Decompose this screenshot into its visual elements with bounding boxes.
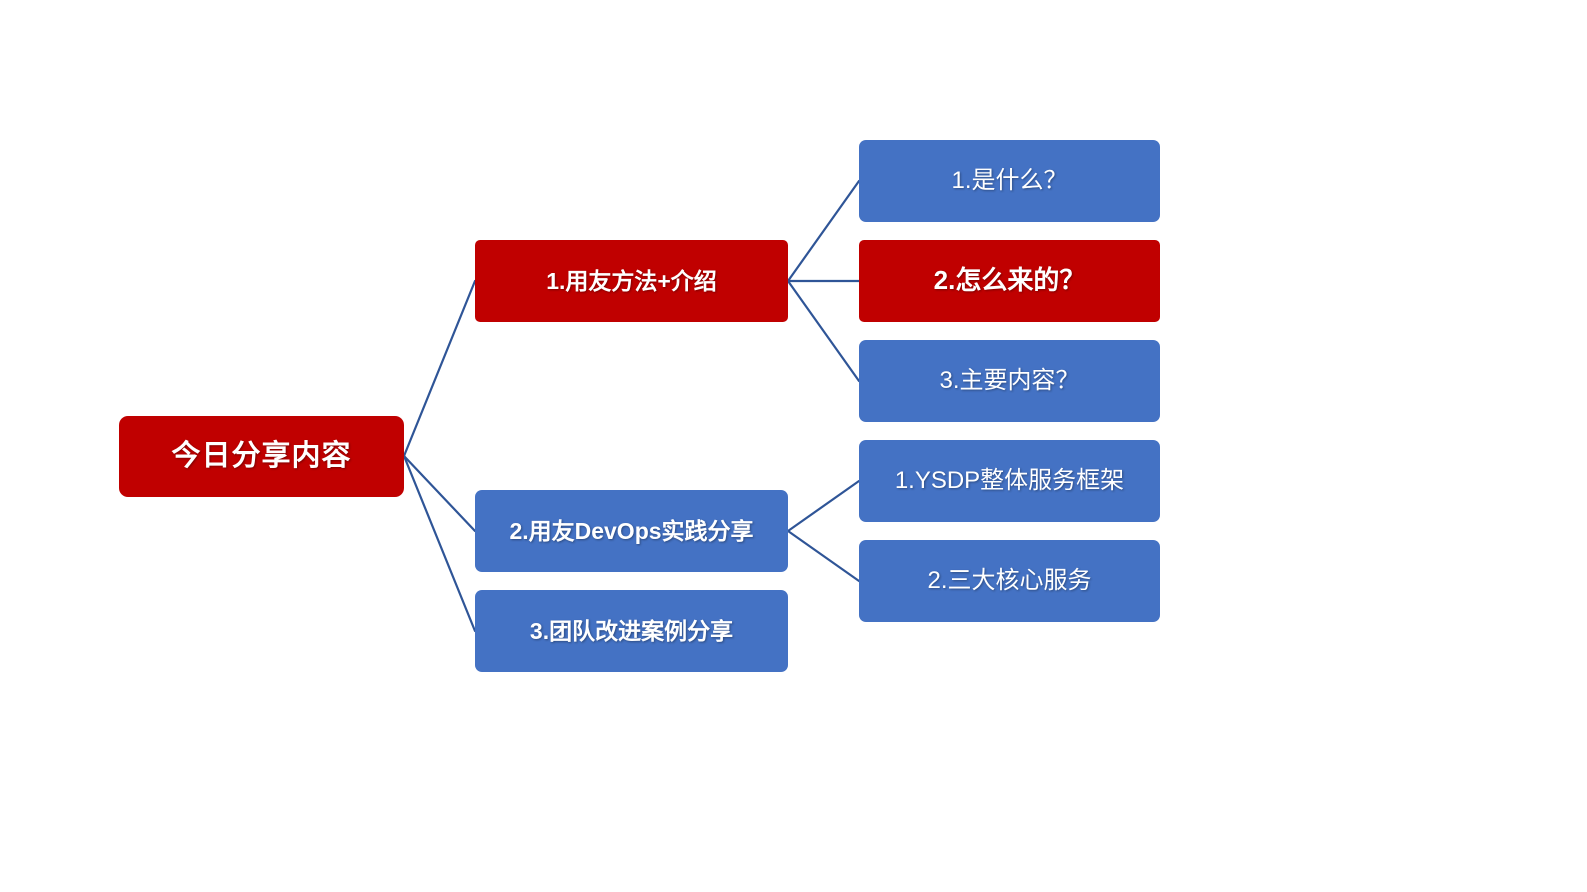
mindmap-root-node[interactable]: 今日分享内容 [119,416,404,497]
mindmap-branch-node-2[interactable]: 2.用友DevOps实践分享 [475,490,788,572]
connector-branch-1-to-child-1 [786,179,861,283]
mindmap-branch-node-1[interactable]: 1.用友方法+介绍 [475,240,788,322]
connector-branch-2-to-child-2 [786,529,861,583]
mindmap-leaf-node-1-1[interactable]: 1.是什么？ [859,140,1160,222]
mindmap-leaf-node-2-2[interactable]: 2.三大核心服务 [859,540,1160,622]
connector-branch-2-to-child-1 [786,479,861,533]
connector-root-to-branch-1 [402,279,477,458]
mindmap-leaf-node-2-1[interactable]: 1.YSDP整体服务框架 [859,440,1160,522]
connector-root-to-branch-2 [402,454,477,533]
mindmap-leaf-node-1-2[interactable]: 2.怎么来的？ [859,240,1160,322]
mindmap-leaf-node-1-3[interactable]: 3.主要内容？ [859,340,1160,422]
connector-root-to-branch-3 [402,454,477,633]
mindmap-branch-node-3[interactable]: 3.团队改进案例分享 [475,590,788,672]
connector-branch-1-to-child-3 [786,279,861,383]
